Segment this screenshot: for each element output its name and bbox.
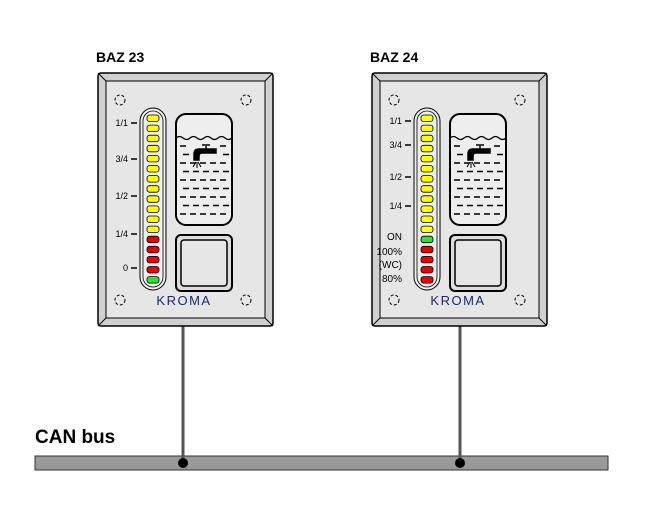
water-tap-icon (193, 144, 217, 161)
screw-hole-icon (114, 94, 126, 106)
bevel-edge (97, 317, 107, 327)
led-yellow (420, 114, 434, 122)
scale-label: 1/2 (389, 172, 402, 182)
screw-hole-icon (240, 94, 252, 106)
screw-hole-icon (388, 94, 400, 106)
led-yellow (420, 215, 434, 223)
bevel-edge (371, 72, 381, 82)
led-bar-inner (142, 110, 164, 288)
screw-hole-icon (114, 294, 126, 306)
led-yellow (420, 195, 434, 203)
led-yellow (146, 195, 160, 203)
led-yellow (420, 165, 434, 173)
water-drops-icon (192, 161, 202, 168)
led-bar-inner (416, 110, 438, 288)
scale-label: 1/1 (115, 118, 128, 128)
led-yellow (420, 154, 434, 163)
bus-junction-dot (178, 458, 188, 468)
water-drops-icon (466, 161, 476, 168)
led-yellow (146, 175, 160, 183)
led-yellow (146, 215, 160, 223)
led-yellow (420, 185, 434, 193)
scale-label: 100% (376, 247, 402, 258)
bevel-edge (97, 72, 107, 82)
control-panel-baz24: BAZ 24 1/1 3/4 1/2 1/4ON 100% (WC) 80% KROMA (370, 49, 548, 468)
push-button (454, 239, 502, 287)
scale-label: 3/4 (389, 140, 402, 150)
water-surface-wave (449, 135, 507, 141)
push-button (180, 239, 228, 287)
led-yellow (146, 144, 160, 153)
water-tank-icon (449, 113, 507, 226)
led-red (420, 255, 434, 264)
scale-label: (WC) (379, 260, 402, 271)
screw-hole-icon (514, 294, 526, 306)
screw-hole-icon (388, 294, 400, 306)
can-bus-line (34, 455, 609, 471)
led-yellow (146, 134, 160, 143)
led-yellow (420, 225, 434, 234)
bevel-edge (264, 72, 274, 82)
led-yellow (146, 205, 160, 213)
scale-label: ON (387, 232, 402, 243)
led-yellow (146, 114, 160, 122)
led-yellow (146, 154, 160, 163)
scale-label: 0 (123, 263, 128, 273)
scale-label: 80% (382, 274, 402, 285)
led-red (146, 266, 160, 274)
led-green (146, 276, 160, 284)
screw-hole-icon (514, 94, 526, 106)
bevel-edge (538, 72, 548, 82)
led-red (146, 235, 160, 244)
led-red (420, 245, 434, 254)
led-red (420, 266, 434, 274)
scale-label: 3/4 (115, 154, 128, 164)
led-yellow (420, 124, 434, 132)
led-yellow (146, 185, 160, 193)
led-yellow (420, 175, 434, 183)
led-green (420, 235, 434, 244)
led-yellow (420, 205, 434, 213)
water-tank-icon (175, 113, 233, 226)
screw-hole-icon (240, 294, 252, 306)
led-yellow (146, 225, 160, 234)
can-bus-label: CAN bus (35, 427, 115, 448)
led-yellow (420, 144, 434, 153)
bus-junction-dot (455, 458, 465, 468)
brand-logo-kroma: KROMA (430, 293, 485, 308)
bevel-edge (264, 317, 274, 327)
panel-title: BAZ 23 (96, 49, 144, 65)
scale-label: 1/4 (389, 201, 402, 211)
panel-title: BAZ 24 (370, 49, 418, 65)
bevel-edge (371, 317, 381, 327)
led-yellow (146, 165, 160, 173)
led-red (420, 276, 434, 284)
led-yellow (146, 124, 160, 132)
led-red (146, 245, 160, 254)
brand-logo-kroma: KROMA (156, 293, 211, 308)
scale-label: 1/1 (389, 116, 402, 126)
water-tap-icon (467, 144, 491, 161)
led-red (146, 255, 160, 264)
scale-label: 1/2 (115, 191, 128, 201)
scale-label: 1/4 (115, 229, 128, 239)
water-surface-wave (175, 135, 233, 141)
bevel-edge (538, 317, 548, 327)
led-yellow (420, 134, 434, 143)
